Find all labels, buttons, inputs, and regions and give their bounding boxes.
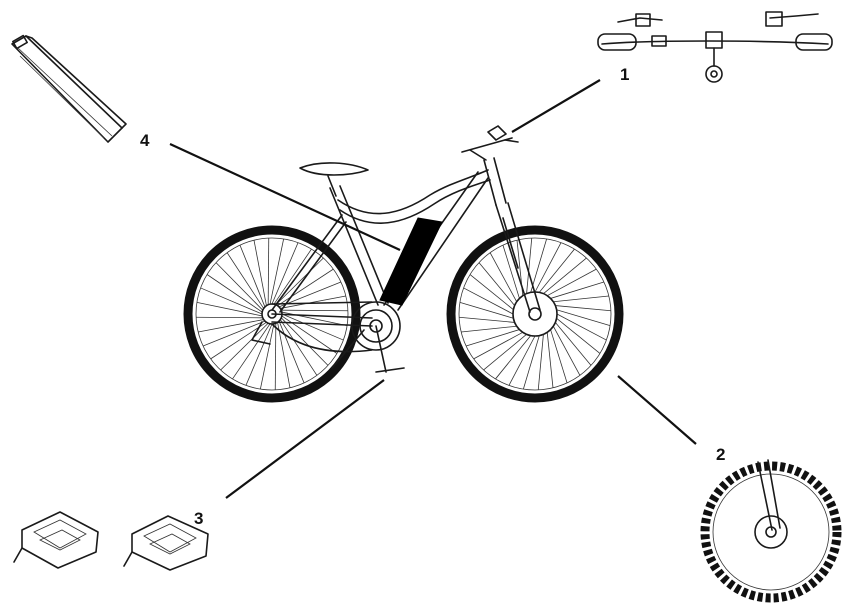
- saddle: [300, 163, 368, 196]
- spoke: [459, 317, 515, 322]
- leader-line-2: [618, 376, 696, 444]
- spoke: [197, 302, 262, 316]
- spoke: [553, 296, 609, 302]
- front-wheel-on-bike: [451, 230, 619, 398]
- front-wheel-detail: [705, 460, 837, 598]
- spoke: [268, 238, 269, 305]
- spoke: [539, 249, 574, 292]
- handlebar-on-bike: [462, 126, 518, 160]
- leader-line-1: [512, 80, 600, 132]
- spoke: [557, 318, 600, 353]
- spoke: [555, 306, 611, 311]
- spoke: [260, 324, 274, 389]
- spoke: [509, 336, 535, 385]
- spoke: [270, 239, 284, 304]
- spoke: [464, 288, 513, 314]
- callout-1: 1: [620, 65, 629, 84]
- spoke: [466, 330, 519, 346]
- spoke: [557, 314, 606, 340]
- callout-4: 4: [140, 131, 150, 150]
- spoke: [196, 317, 263, 318]
- kickstand: [332, 330, 364, 368]
- spoke: [281, 318, 328, 366]
- handlebar-detail: [598, 12, 832, 82]
- callout-3: 3: [194, 509, 203, 528]
- callout-2: 2: [716, 445, 725, 464]
- spoke: [221, 323, 269, 370]
- battery-detail: [12, 36, 126, 142]
- spoke: [461, 326, 517, 332]
- spoke: [551, 282, 604, 298]
- spoke: [470, 275, 513, 310]
- spoke: [216, 263, 263, 311]
- spoke: [547, 332, 553, 388]
- spoke: [538, 334, 543, 390]
- spoke: [535, 243, 561, 292]
- bicycle: [188, 126, 619, 398]
- spoke: [276, 258, 324, 305]
- crankset: [252, 302, 404, 372]
- spoke: [551, 330, 567, 383]
- spoke: [496, 336, 531, 379]
- spoke: [275, 323, 276, 390]
- pedal-left-detail: [14, 512, 98, 568]
- spoke: [281, 310, 348, 311]
